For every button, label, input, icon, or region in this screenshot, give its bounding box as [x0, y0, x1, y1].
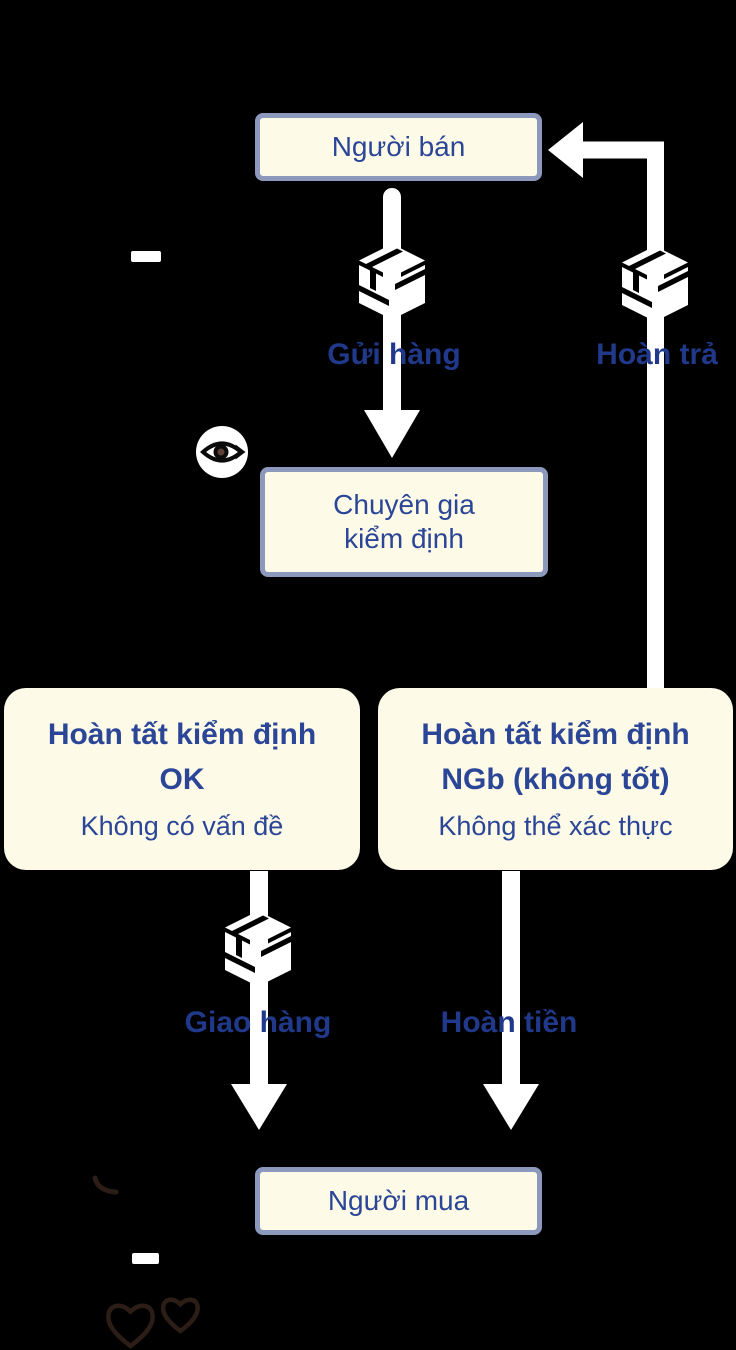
return-edge-label: Hoàn trả	[596, 338, 718, 371]
node-inspector-line2: kiểm định	[344, 523, 464, 554]
node-inspector: Chuyên gia kiểm định	[260, 467, 548, 577]
node-result-ng: Hoàn tất kiểm định NGb (không tốt) Không…	[378, 688, 733, 870]
sketch-curve	[92, 1175, 119, 1195]
deliver-edge-label: Giao hàng	[184, 1006, 332, 1039]
dash-mark-bottom	[132, 1253, 159, 1264]
node-seller-label: Người bán	[331, 131, 466, 163]
result-ng-title-line2: NGb (không tốt)	[441, 763, 670, 796]
result-ok-title-line1: Hoàn tất kiểm định	[47, 718, 317, 751]
node-buyer: Người mua	[255, 1167, 542, 1235]
node-result-ok: Hoàn tất kiểm định OK Không có vấn đề	[4, 688, 360, 870]
node-inspector-line1: Chuyên gia	[333, 489, 475, 521]
dash-mark-top	[131, 251, 161, 262]
node-buyer-label: Người mua	[327, 1185, 470, 1217]
result-ng-subtitle: Không thể xác thực	[438, 811, 673, 841]
node-seller: Người bán	[255, 113, 542, 181]
refund-arrow	[483, 871, 539, 1130]
refund-edge-label: Hoàn tiền	[440, 1006, 578, 1039]
return-arrow	[548, 122, 664, 690]
send-edge-label: Gửi hàng	[327, 338, 461, 371]
hearts-icon	[106, 1297, 200, 1349]
result-ng-title-line1: Hoàn tất kiểm định	[421, 718, 690, 751]
send-arrow	[364, 188, 420, 458]
result-ok-subtitle: Không có vấn đề	[80, 811, 284, 841]
deliver-arrow	[231, 871, 287, 1130]
eye-icon	[196, 426, 248, 478]
result-ok-title-line2: OK	[159, 763, 205, 796]
